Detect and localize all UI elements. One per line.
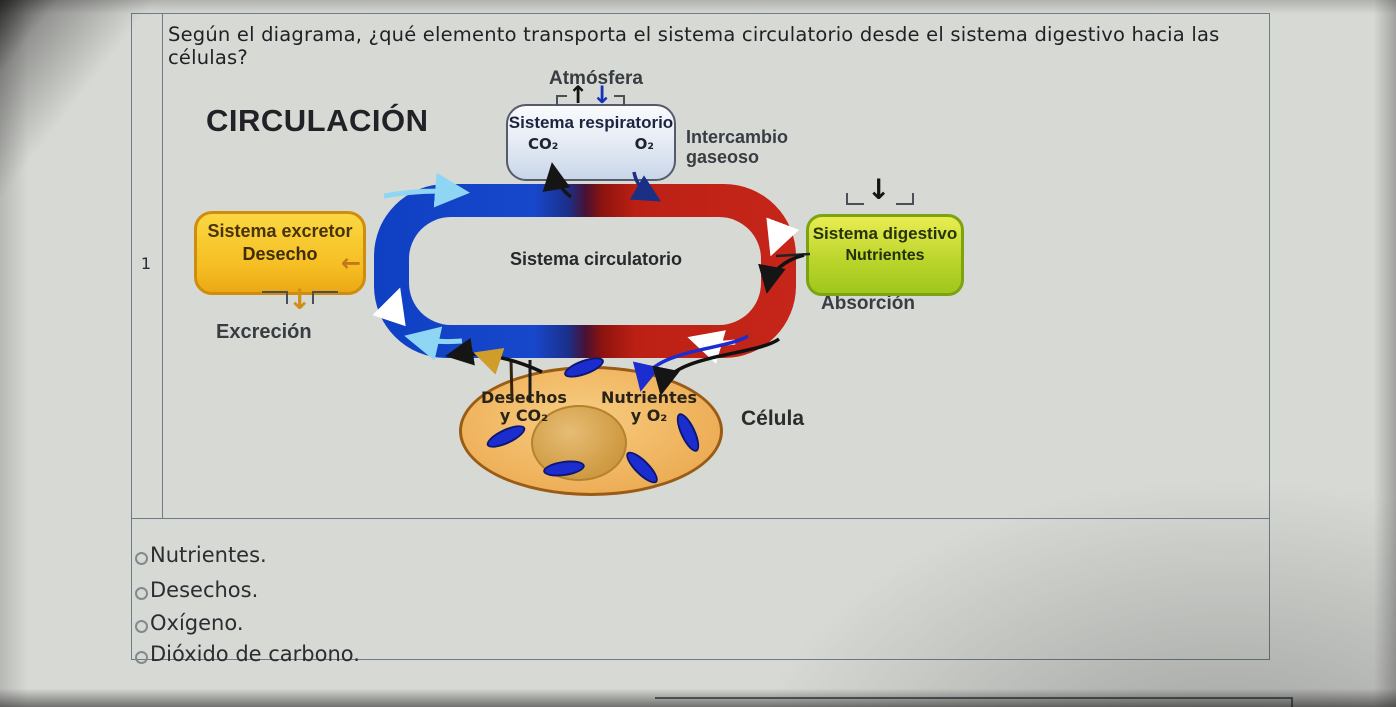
- atmosphere-up-arrow-icon: ↑: [568, 81, 589, 109]
- blood-vessel-loop: [374, 184, 796, 358]
- radio-button[interactable]: [135, 586, 148, 600]
- excretion-bracket-right: [312, 291, 338, 304]
- option-nutrientes[interactable]: Nutrientes.: [135, 542, 267, 568]
- respiratory-system-label: Sistema respiratorio: [508, 113, 674, 132]
- atmosphere-down-arrow-icon: ↓: [592, 81, 613, 109]
- radio-button[interactable]: [135, 619, 148, 633]
- number-column-divider: [162, 14, 163, 518]
- options-divider: [132, 518, 1269, 519]
- digestive-system-label: Sistema digestivo: [812, 224, 958, 243]
- excretory-system-label: Sistema excretor: [207, 221, 353, 241]
- respiratory-system-box: Sistema respiratorio CO₂ O₂: [506, 104, 676, 181]
- circulatory-system-label: Sistema circulatorio: [509, 249, 683, 269]
- cell-label: Célula: [741, 407, 805, 430]
- option-desechos[interactable]: Desechos.: [135, 577, 258, 603]
- question-number: 1: [140, 254, 152, 273]
- radio-button[interactable]: [135, 650, 148, 664]
- cell-waste-label: Desechos y CO₂: [481, 388, 567, 425]
- question-card: 1 Según el diagrama, ¿qué elemento trans…: [131, 13, 1270, 666]
- next-row-border-corner: [1291, 697, 1293, 707]
- circulation-diagram: CIRCULACIÓN Atmósfera ↑ ↓ Sistema respir…: [164, 63, 1250, 515]
- excretion-label: Excreción: [216, 321, 312, 343]
- digestive-bracket-left: [846, 193, 864, 205]
- excretion-down-arrow-icon: ↓: [288, 283, 312, 316]
- waste-left-arrow-icon: ←: [341, 249, 362, 277]
- digestive-bracket-right: [896, 193, 914, 205]
- next-row-border: [655, 697, 1292, 699]
- atmosphere-bracket-left: [556, 95, 567, 106]
- co2-label: CO₂: [528, 135, 559, 153]
- nutrients-label: Nutrientes: [845, 247, 925, 264]
- cell-nutrients-label: Nutrientes y O₂: [600, 388, 698, 425]
- excretion-bracket-left: [262, 291, 288, 304]
- diagram-title: CIRCULACIÓN: [206, 103, 429, 138]
- option-label: Dióxido de carbono.: [150, 642, 360, 666]
- option-label: Nutrientes.: [150, 543, 267, 567]
- option-oxigeno[interactable]: Oxígeno.: [135, 610, 244, 636]
- option-dioxido[interactable]: Dióxido de carbono.: [135, 641, 360, 667]
- loop-hole: [409, 217, 761, 325]
- gas-exchange-label: Intercambio gaseoso: [686, 127, 789, 167]
- waste-label: Desecho: [242, 244, 318, 264]
- digestive-system-box: Sistema digestivo Nutrientes: [806, 214, 964, 296]
- radio-button[interactable]: [135, 551, 148, 565]
- digestive-down-arrow-icon: ↓: [867, 173, 891, 206]
- absorption-label: Absorción: [821, 293, 915, 314]
- option-label: Oxígeno.: [150, 611, 244, 635]
- option-label: Desechos.: [150, 578, 259, 602]
- o2-label: O₂: [634, 135, 654, 153]
- atmosphere-bracket-right: [614, 95, 625, 106]
